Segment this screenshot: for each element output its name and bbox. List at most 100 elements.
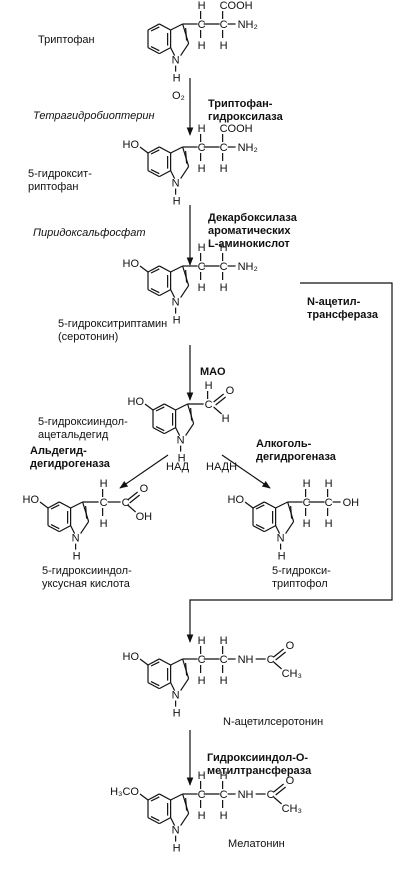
arrow-nat (186, 282, 393, 643)
enzyme-hiomt: Гидроксииндол-О-метилтрансфераза (207, 752, 312, 777)
benzene-bond (147, 682, 160, 690)
atom-label: H (222, 413, 230, 425)
hydrogen-label: H (173, 843, 181, 855)
atom-label: H (325, 478, 333, 490)
atom-label: NH (238, 654, 254, 666)
pyrrole-bond (70, 501, 83, 509)
double-bond (50, 504, 60, 510)
substituent-label: HO (123, 139, 140, 151)
double-bond (255, 524, 265, 530)
atom-label: H (198, 675, 206, 687)
double-bond (150, 149, 160, 155)
double-bond (150, 268, 160, 274)
pyrrole-bond (285, 521, 295, 534)
benzene-bond (147, 658, 160, 666)
pyrrole-bond (170, 23, 183, 31)
atom-label: H (198, 0, 206, 12)
double-bond (150, 288, 160, 294)
atom-label: C (220, 142, 228, 154)
atom-label: COOH (220, 123, 253, 135)
compound-serotonin: 5-гидрокситриптамин(серотонин) (58, 318, 168, 343)
compound-acetylserotonin: N-ацетилсеротонин (223, 716, 324, 728)
hydrogen-label: H (178, 453, 186, 465)
substituent-label: H₃CO (110, 786, 139, 798)
benzene-bond (159, 170, 171, 178)
double-bond (185, 269, 188, 283)
pyrrole-bond (80, 521, 90, 534)
benzene-bond (152, 403, 165, 411)
enzyme-nat: N-ацетил-трансфераза (307, 296, 378, 321)
atom-label: COOH (220, 0, 253, 12)
benzene-bond (47, 525, 60, 533)
atom-label: H (198, 40, 206, 52)
nitrogen-label: N (172, 297, 180, 309)
enzyme-tph: Триптофан-гидроксилаза (208, 98, 283, 123)
hydrogen-label: H (173, 196, 181, 208)
atom-label: CH₃ (282, 803, 302, 815)
atom-label: OH (136, 511, 153, 523)
double-bond (155, 426, 165, 432)
benzene-bond (147, 23, 160, 31)
hydrogen-label: H (173, 708, 181, 720)
double-bond (255, 504, 265, 510)
hydrogen-label: H (173, 315, 181, 327)
atom-label: H (100, 478, 108, 490)
arrow-aldh (119, 454, 169, 489)
pyrrole-bond (275, 501, 288, 509)
atom-label: H (198, 635, 206, 647)
pyrrole-bond (175, 403, 188, 411)
benzene-bond (147, 265, 160, 273)
atom-label: H (198, 810, 206, 822)
compound-hiaa: 5-гидроксииндол-уксусная кислота (42, 565, 132, 590)
substituent-bond (139, 265, 149, 273)
hydrogen-label: H (278, 551, 286, 563)
hydrogen-label: H (173, 73, 181, 85)
cofactor-nadh: НАДН (206, 461, 238, 473)
pyrrole-bond (170, 658, 183, 666)
pyrrole-bond (170, 265, 183, 273)
atom-label: C (198, 654, 206, 666)
pyrrole-bond (180, 813, 190, 826)
atom-label: CH₃ (282, 668, 302, 680)
pyrrole-bond (170, 682, 176, 691)
compound-tryptophan: Триптофан (38, 34, 95, 46)
nitrogen-label: N (172, 690, 180, 702)
double-bond (50, 524, 60, 530)
benzene-bond (47, 501, 60, 509)
atom-label: H (220, 40, 228, 52)
atom-label: H (198, 163, 206, 175)
nitrogen-label: N (277, 533, 285, 545)
double-bond (150, 796, 160, 802)
pyrrole-bond (180, 43, 190, 56)
substituent-bond (139, 658, 149, 666)
benzene-bond (159, 47, 171, 55)
atom-label: C (220, 261, 228, 273)
atom-label: O (286, 775, 295, 787)
double-bond (150, 681, 160, 687)
substituent-bond (144, 403, 154, 411)
atom-label: H (198, 770, 206, 782)
benzene-bond (159, 146, 171, 154)
atom-label: H (303, 478, 311, 490)
atom-label: C (303, 497, 311, 509)
atom-label: O (226, 385, 235, 397)
atom-label: C (100, 497, 108, 509)
pyrrole-bond (170, 47, 176, 56)
benzene-bond (164, 403, 176, 411)
substituent-label: HO (123, 651, 140, 663)
benzene-bond (147, 146, 160, 154)
benzene-bond (147, 289, 160, 297)
pyrrole-bond (170, 146, 183, 154)
atom-label: H (198, 282, 206, 294)
atom-label: H (325, 518, 333, 530)
benzene-bond (159, 817, 171, 825)
nitrogen-label: N (172, 825, 180, 837)
cofactor-o2: O₂ (172, 90, 185, 102)
atom-label: H (220, 810, 228, 822)
